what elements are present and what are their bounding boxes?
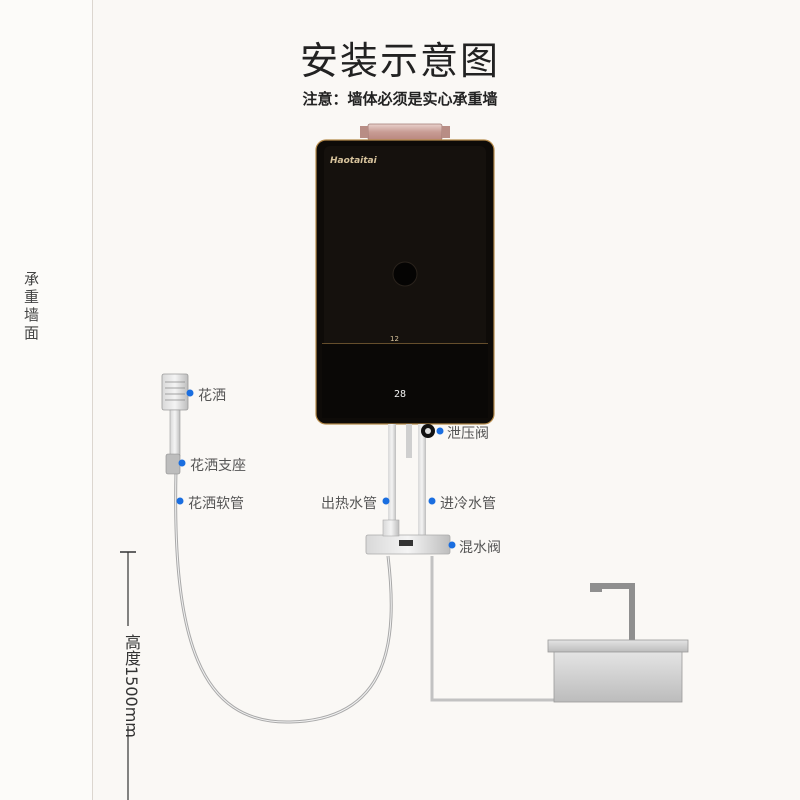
- label-mixing-valve: 混水阀: [459, 540, 501, 556]
- mixing-valve: [365, 519, 451, 555]
- wall-note: 注意：墙体必须是实心承重墙: [302, 90, 498, 108]
- label-shower-head: 花洒: [198, 388, 226, 404]
- heater-brand: Haotaitai: [330, 156, 377, 166]
- heater-display: 28: [394, 389, 407, 400]
- kitchen-sink: [547, 583, 689, 703]
- label-hot-pipe: 出热水管: [321, 496, 377, 512]
- height-dimension: [120, 551, 136, 800]
- relief-valve: [421, 424, 435, 438]
- label-markers: [176, 389, 456, 549]
- water-heater: [315, 139, 495, 425]
- label-relief-valve: 泄压阀: [447, 426, 489, 442]
- height-label: 高度1500mm: [122, 634, 141, 738]
- wall-surface-line: [92, 0, 93, 800]
- diagram-title: 安装示意图: [299, 39, 500, 83]
- label-shower-bracket: 花洒支座: [190, 458, 246, 474]
- heater-pipes: [388, 424, 426, 540]
- flue-outlet: [360, 123, 450, 141]
- label-shower-hose: 花洒软管: [188, 496, 244, 512]
- shower-head: [161, 373, 189, 457]
- cold-water-line: [430, 556, 560, 702]
- label-cold-pipe: 进冷水管: [440, 496, 496, 512]
- heater-panel-text: 12: [390, 335, 399, 343]
- wall-label: 承重墙面: [24, 270, 40, 342]
- load-bearing-wall: [0, 0, 92, 800]
- shower-bracket: [165, 453, 181, 475]
